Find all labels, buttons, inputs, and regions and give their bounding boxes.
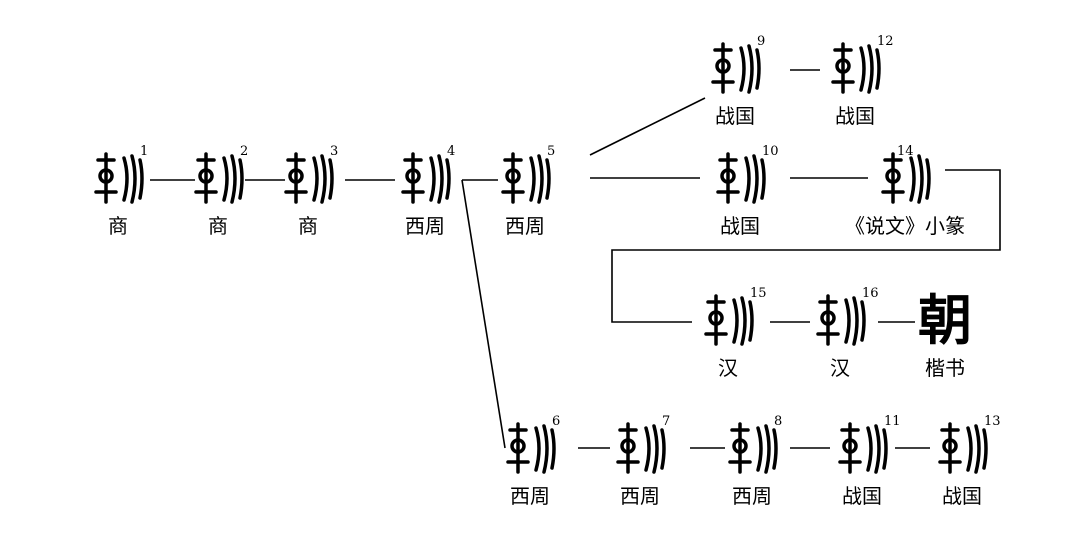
glyph-node-9: 9 战国 xyxy=(705,34,765,129)
ancient-glyph-image xyxy=(495,150,555,206)
ancient-glyph-image xyxy=(722,420,782,476)
ancient-glyph-image xyxy=(395,150,455,206)
glyph-node-4: 4 西周 xyxy=(395,144,455,239)
ancient-glyph-image xyxy=(188,150,248,206)
glyph-number: 6 xyxy=(552,414,561,429)
glyph-node-6: 6 西周 xyxy=(500,414,560,509)
ancient-glyph-image xyxy=(278,150,338,206)
glyph-number: 8 xyxy=(774,414,783,429)
connector xyxy=(611,169,1001,323)
connector xyxy=(461,179,506,449)
ancient-glyph-image xyxy=(832,420,892,476)
glyph-number: 13 xyxy=(984,414,1001,429)
period-label: 战国 xyxy=(720,214,760,238)
glyph-number: 15 xyxy=(750,286,767,301)
period-label: 商 xyxy=(298,214,318,238)
ancient-glyph-image xyxy=(932,420,992,476)
glyph-number: 9 xyxy=(757,34,766,49)
connector xyxy=(589,97,706,156)
glyph-node-11: 11 战国 xyxy=(832,414,901,509)
ancient-glyph-image xyxy=(705,40,765,96)
glyph-node-5: 5 西周 xyxy=(495,144,555,239)
glyph-node-14: 14 《说文》小篆 xyxy=(845,144,965,239)
glyph-number: 5 xyxy=(547,144,556,159)
period-label: 战国 xyxy=(715,104,755,128)
period-label: 西周 xyxy=(405,214,445,238)
glyph-node-7: 7 西周 xyxy=(610,414,670,509)
ancient-glyph-image xyxy=(698,292,758,348)
glyph-node-8: 8 西周 xyxy=(722,414,782,509)
glyph-node-16: 16 汉 xyxy=(810,286,879,381)
glyph-number: 12 xyxy=(877,34,894,49)
glyph-number: 10 xyxy=(762,144,779,159)
period-label: 战国 xyxy=(942,484,982,508)
glyph-number: 4 xyxy=(447,144,456,159)
glyph-node-12: 12 战国 xyxy=(825,34,894,129)
glyph-node-13: 13 战国 xyxy=(932,414,1001,509)
ancient-glyph-image xyxy=(610,420,670,476)
glyph-number: 7 xyxy=(662,414,671,429)
ancient-glyph-image xyxy=(710,150,770,206)
period-label: 汉 xyxy=(718,356,738,380)
period-label: 商 xyxy=(208,214,228,238)
period-label: 西周 xyxy=(505,214,545,238)
glyph-number: 16 xyxy=(862,286,879,301)
glyph-number: 3 xyxy=(330,144,339,159)
glyph-node-k: 朝楷书 xyxy=(918,292,972,381)
period-label: 《说文》小篆 xyxy=(845,214,965,238)
glyph-number: 2 xyxy=(240,144,249,159)
glyph-node-10: 10 战国 xyxy=(710,144,779,239)
ancient-glyph-image xyxy=(875,150,935,206)
period-label: 西周 xyxy=(620,484,660,508)
ancient-glyph-image xyxy=(500,420,560,476)
period-label: 汉 xyxy=(830,356,850,380)
regular-script-glyph: 朝 xyxy=(918,288,972,352)
period-label: 商 xyxy=(108,214,128,238)
ancient-glyph-image xyxy=(825,40,885,96)
glyph-number: 11 xyxy=(884,414,901,429)
ancient-glyph-image xyxy=(88,150,148,206)
glyph-number: 1 xyxy=(140,144,149,159)
glyph-node-15: 15 汉 xyxy=(698,286,767,381)
ancient-glyph-image xyxy=(810,292,870,348)
period-label: 西周 xyxy=(510,484,550,508)
period-label: 战国 xyxy=(835,104,875,128)
period-label: 楷书 xyxy=(925,356,965,380)
period-label: 战国 xyxy=(842,484,882,508)
glyph-number: 14 xyxy=(897,144,914,159)
period-label: 西周 xyxy=(732,484,772,508)
